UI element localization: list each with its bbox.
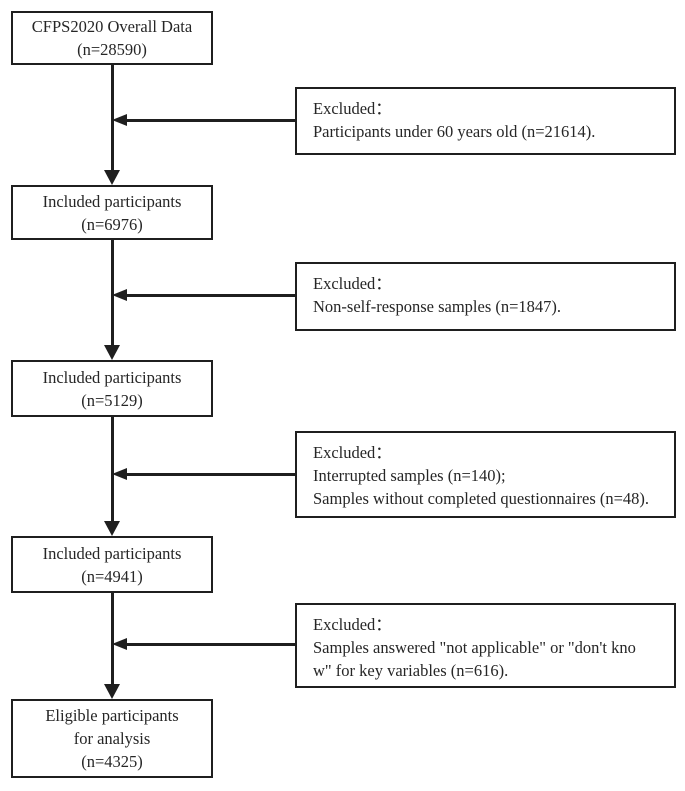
box-text-line: Included participants — [42, 543, 182, 563]
left-arrowhead-icon — [112, 638, 127, 650]
box-text-line: (n=6976) — [81, 214, 143, 234]
box-text-line: Excluded： — [313, 615, 392, 634]
box-text-line: Included participants — [42, 367, 182, 387]
box-text-line: Excluded： — [313, 99, 392, 118]
flow-box-included-2: Included participants (n=5129) — [11, 360, 213, 417]
exclusion-line-4 — [125, 643, 295, 646]
box-text-line: w" for key variables (n=616). — [313, 661, 509, 680]
box-text-line: Excluded： — [313, 443, 392, 462]
box-text-line: Excluded： — [313, 274, 392, 293]
box-text-line: Eligible participants — [45, 706, 179, 725]
exclusion-line-1 — [125, 119, 295, 122]
flow-box-eligible: Eligible participants for analysis (n=43… — [11, 699, 213, 778]
excluded-box-3: Excluded： Interrupted samples (n=140); S… — [295, 431, 676, 518]
box-text-line: Non-self-response samples (n=1847). — [313, 297, 562, 316]
flow-box-included-1: Included participants (n=6976) — [11, 185, 213, 240]
box-text-line: (n=5129) — [81, 390, 143, 410]
box-text-line: Samples answered "not applicable" or "do… — [313, 638, 636, 657]
exclusion-line-3 — [125, 473, 295, 476]
down-arrowhead-icon — [104, 170, 120, 185]
flow-box-included-3: Included participants (n=4941) — [11, 536, 213, 593]
excluded-box-1: Excluded： Participants under 60 years ol… — [295, 87, 676, 155]
left-arrowhead-icon — [112, 114, 127, 126]
box-text-line: (n=4325) — [81, 752, 143, 771]
excluded-box-4: Excluded： Samples answered "not applicab… — [295, 603, 676, 688]
box-text-line: Included participants — [42, 191, 182, 211]
flow-box-overall-data: CFPS2020 Overall Data (n=28590) — [11, 11, 213, 65]
box-text-line: CFPS2020 Overall Data — [31, 17, 193, 36]
left-arrowhead-icon — [112, 468, 127, 480]
box-text-line: Interrupted samples (n=140); — [313, 466, 506, 485]
down-arrowhead-icon — [104, 345, 120, 360]
box-text-line: (n=28590) — [77, 40, 147, 59]
box-text-line: (n=4941) — [81, 566, 143, 586]
box-text-line: Samples without completed questionnaires… — [313, 489, 650, 508]
box-text-line: Participants under 60 years old (n=21614… — [313, 122, 596, 141]
down-arrowhead-icon — [104, 684, 120, 699]
excluded-box-2: Excluded： Non-self-response samples (n=1… — [295, 262, 676, 331]
left-arrowhead-icon — [112, 289, 127, 301]
down-arrowhead-icon — [104, 521, 120, 536]
exclusion-line-2 — [125, 294, 295, 297]
box-text-line: for analysis — [73, 729, 151, 748]
